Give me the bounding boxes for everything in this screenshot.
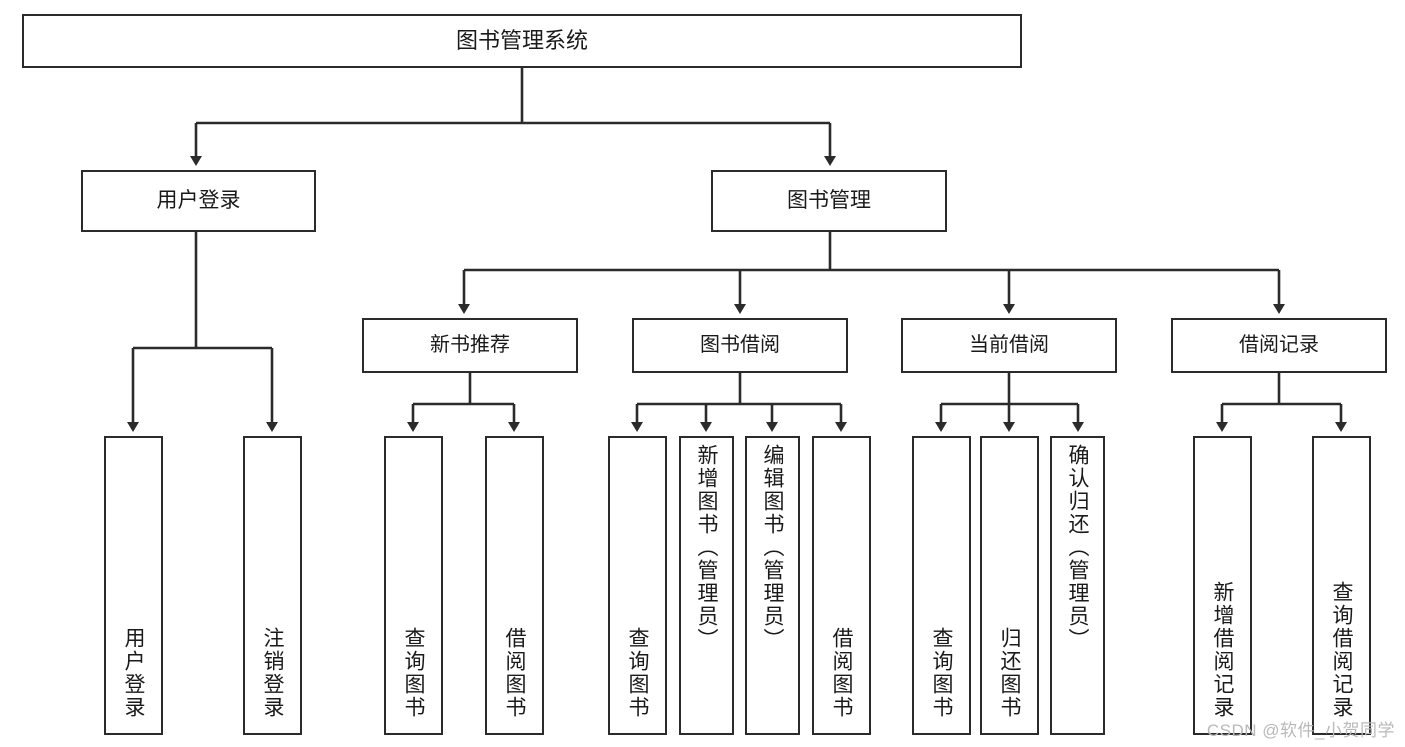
node-book-management-label: 图书管理 xyxy=(787,189,871,213)
leaf-book-borrow-edit[interactable]: 编辑图书（管理员） xyxy=(745,436,800,735)
leaf-user-login-signout[interactable]: 注销登录 xyxy=(243,436,302,735)
leaf-user-login-signin-label: 用户登录 xyxy=(122,627,145,719)
node-borrow-record[interactable]: 借阅记录 xyxy=(1171,318,1387,373)
leaf-book-borrow-query[interactable]: 查询图书 xyxy=(608,436,667,735)
node-book-borrow-label: 图书借阅 xyxy=(700,334,780,357)
leaf-user-login-signout-label: 注销登录 xyxy=(261,627,284,719)
node-root-label: 图书管理系统 xyxy=(455,27,588,53)
leaf-new-book-query[interactable]: 查询图书 xyxy=(384,436,443,735)
leaf-current-borrow-query[interactable]: 查询图书 xyxy=(912,436,971,735)
node-book-management[interactable]: 图书管理 xyxy=(711,170,947,232)
node-new-book-recommend[interactable]: 新书推荐 xyxy=(362,318,578,373)
node-current-borrow-label: 当前借阅 xyxy=(969,334,1049,357)
node-book-borrow[interactable]: 图书借阅 xyxy=(632,318,848,373)
leaf-user-login-signin[interactable]: 用户登录 xyxy=(104,436,163,735)
node-new-book-recommend-label: 新书推荐 xyxy=(430,334,510,357)
leaf-borrow-record-query[interactable]: 查询借阅记录 xyxy=(1312,436,1371,735)
leaf-book-borrow-add-label: 新增图书（管理员） xyxy=(695,444,718,651)
leaf-borrow-record-add-label: 新增借阅记录 xyxy=(1211,581,1234,719)
node-user-login-label: 用户登录 xyxy=(156,189,241,213)
leaf-current-borrow-return[interactable]: 归还图书 xyxy=(980,436,1039,735)
leaf-book-borrow-borrow-label: 借阅图书 xyxy=(830,627,853,719)
leaf-current-borrow-query-label: 查询图书 xyxy=(930,627,953,719)
leaf-book-borrow-edit-label: 编辑图书（管理员） xyxy=(761,444,784,651)
leaf-new-book-query-label: 查询图书 xyxy=(402,627,425,719)
leaf-new-book-borrow[interactable]: 借阅图书 xyxy=(485,436,544,735)
leaf-book-borrow-borrow[interactable]: 借阅图书 xyxy=(812,436,871,735)
leaf-book-borrow-query-label: 查询图书 xyxy=(626,627,649,719)
node-current-borrow[interactable]: 当前借阅 xyxy=(901,318,1117,373)
leaf-borrow-record-query-label: 查询借阅记录 xyxy=(1330,581,1353,719)
leaf-book-borrow-add[interactable]: 新增图书（管理员） xyxy=(679,436,734,735)
leaf-current-borrow-confirm[interactable]: 确认归还（管理员） xyxy=(1050,436,1105,735)
leaf-borrow-record-add[interactable]: 新增借阅记录 xyxy=(1193,436,1252,735)
node-user-login[interactable]: 用户登录 xyxy=(81,170,316,232)
leaf-current-borrow-confirm-label: 确认归还（管理员） xyxy=(1066,444,1089,651)
leaf-new-book-borrow-label: 借阅图书 xyxy=(503,627,526,719)
node-root[interactable]: 图书管理系统 xyxy=(22,14,1022,68)
node-borrow-record-label: 借阅记录 xyxy=(1239,334,1319,357)
leaf-current-borrow-return-label: 归还图书 xyxy=(998,627,1021,719)
watermark: CSDN @软件_小贺同学 xyxy=(1206,721,1395,740)
